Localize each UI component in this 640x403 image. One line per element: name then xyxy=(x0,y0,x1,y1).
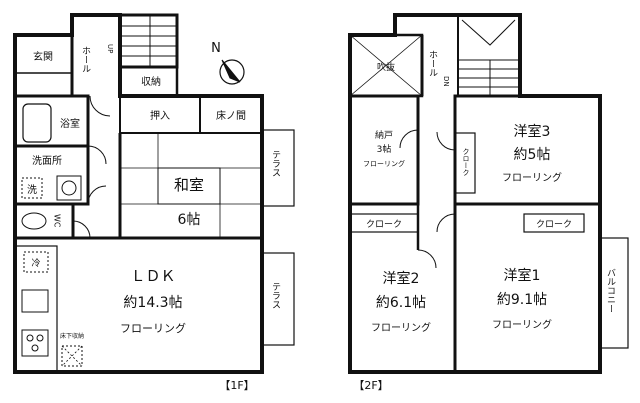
f1-storage-label: 収納 xyxy=(141,75,161,88)
f2-floor-label: 【2F】 xyxy=(353,379,388,392)
f2-closet-right-label: クローク xyxy=(536,219,572,230)
f2-balcony xyxy=(599,237,629,349)
f2-balcony-label: バルコニー xyxy=(605,268,616,313)
f2-void-label: 吹抜 xyxy=(377,61,395,73)
floor-1 xyxy=(13,13,295,374)
f1-washer-label: 洗 xyxy=(27,184,37,196)
kitchen-counter xyxy=(14,245,58,373)
toilet-icon xyxy=(21,212,47,230)
f1-ldk-label: ＬＤＫ xyxy=(130,267,175,285)
washer-icon xyxy=(21,177,43,199)
f1-washitsu-size: 6帖 xyxy=(178,212,201,228)
f1-underfloor-label: 床下収納 xyxy=(60,332,84,340)
compass-circle xyxy=(219,59,245,85)
burner-icon xyxy=(36,334,44,342)
f2-room3-size: 約5帖 xyxy=(514,147,551,163)
underfloor-cross xyxy=(61,345,83,367)
f2-closet-right xyxy=(523,213,585,233)
f1-tokonoma-label: 床ノ間 xyxy=(216,109,246,122)
f2-room2-label: 洋室2 xyxy=(383,270,420,287)
f2-room3-floor: フローリング xyxy=(502,171,562,184)
f1-terrace-lower-label: テラス xyxy=(270,282,280,309)
f1-stairs-box xyxy=(118,13,179,69)
f2-doors xyxy=(399,129,456,269)
f2-room2-floor: フローリング xyxy=(371,321,431,334)
burner-icon xyxy=(31,344,39,352)
fridge-icon xyxy=(23,251,49,273)
f2-closet-left-label: クローク xyxy=(366,219,402,230)
f2-side-closet xyxy=(454,132,476,194)
f1-bath-label: 浴室 xyxy=(60,117,80,130)
f2-room1-floor: フローリング xyxy=(492,318,552,331)
f2-room1-size: 約9.1帖 xyxy=(497,292,547,308)
f1-oshiire-label: 押入 xyxy=(150,109,170,122)
f2-stairs-dn-label: DN xyxy=(442,76,450,87)
f2-room1-label: 洋室1 xyxy=(504,267,541,284)
f1-washroom-label: 洗面所 xyxy=(32,155,62,167)
f2-hall-label: ホール xyxy=(427,50,438,77)
f1-exterior-wall xyxy=(13,13,264,374)
stove-icon xyxy=(21,329,49,357)
f2-side-closet-label: クローク xyxy=(462,148,470,176)
f1-genkan-label: 玄関 xyxy=(33,50,53,63)
f1-terrace-lower xyxy=(261,252,295,346)
f1-washitsu-label: 和室 xyxy=(174,176,204,194)
f2-room3-label: 洋室3 xyxy=(514,123,551,140)
f2-nando-label: 納戸 xyxy=(375,129,393,141)
f1-hall-label: ホール xyxy=(80,46,91,73)
f2-nando-box xyxy=(348,94,420,206)
f1-wc-label: WC xyxy=(53,214,62,228)
f1-doors xyxy=(72,95,111,239)
f1-ldk-size: 約14.3帖 xyxy=(123,295,182,311)
sink-icon xyxy=(56,175,82,201)
f1-ldk-floor: フローリング xyxy=(120,321,186,335)
f1-labels: 玄関 ホール UP 収納 浴室 押入 床ノ間 洗面所 洗 WC 和室 6帖 ＬＤ… xyxy=(27,44,280,392)
f2-stairs-box xyxy=(457,14,521,97)
f1-fridge-label: 冷 xyxy=(31,257,40,269)
f2-nando-floor: フローリング xyxy=(363,159,405,168)
f1-stairs-treads xyxy=(120,15,177,67)
f2-stairs-treads xyxy=(458,19,520,96)
sink-bowl-icon xyxy=(61,180,77,196)
compass-north-label: N xyxy=(211,41,221,56)
tatami-lines xyxy=(120,133,262,238)
f1-wc-box xyxy=(13,202,75,240)
burner-icon xyxy=(26,334,34,342)
f2-room2-size: 約6.1帖 xyxy=(376,295,426,311)
f1-terrace-upper xyxy=(261,129,295,207)
f1-stairs-up-label: UP xyxy=(106,44,114,53)
f1-floor-label: 【1F】 xyxy=(219,379,254,392)
bathtub-icon xyxy=(22,103,52,143)
f2-labels: 吹抜 ホール DN 納戸 3帖 フローリング 洋室3 約5帖 フローリング クロ… xyxy=(353,50,615,392)
compass: N xyxy=(211,41,245,85)
compass-needle-icon xyxy=(221,59,241,83)
underfloor-hatch xyxy=(61,345,83,367)
tatami-center xyxy=(157,167,221,205)
floor-2 xyxy=(348,13,629,374)
kitchen-sink-icon xyxy=(21,289,49,313)
f1-terrace-upper-label: テラス xyxy=(270,150,280,177)
f2-nando-size: 3帖 xyxy=(377,143,392,155)
f1-washroom-box xyxy=(13,144,90,206)
void-cross xyxy=(349,34,423,97)
